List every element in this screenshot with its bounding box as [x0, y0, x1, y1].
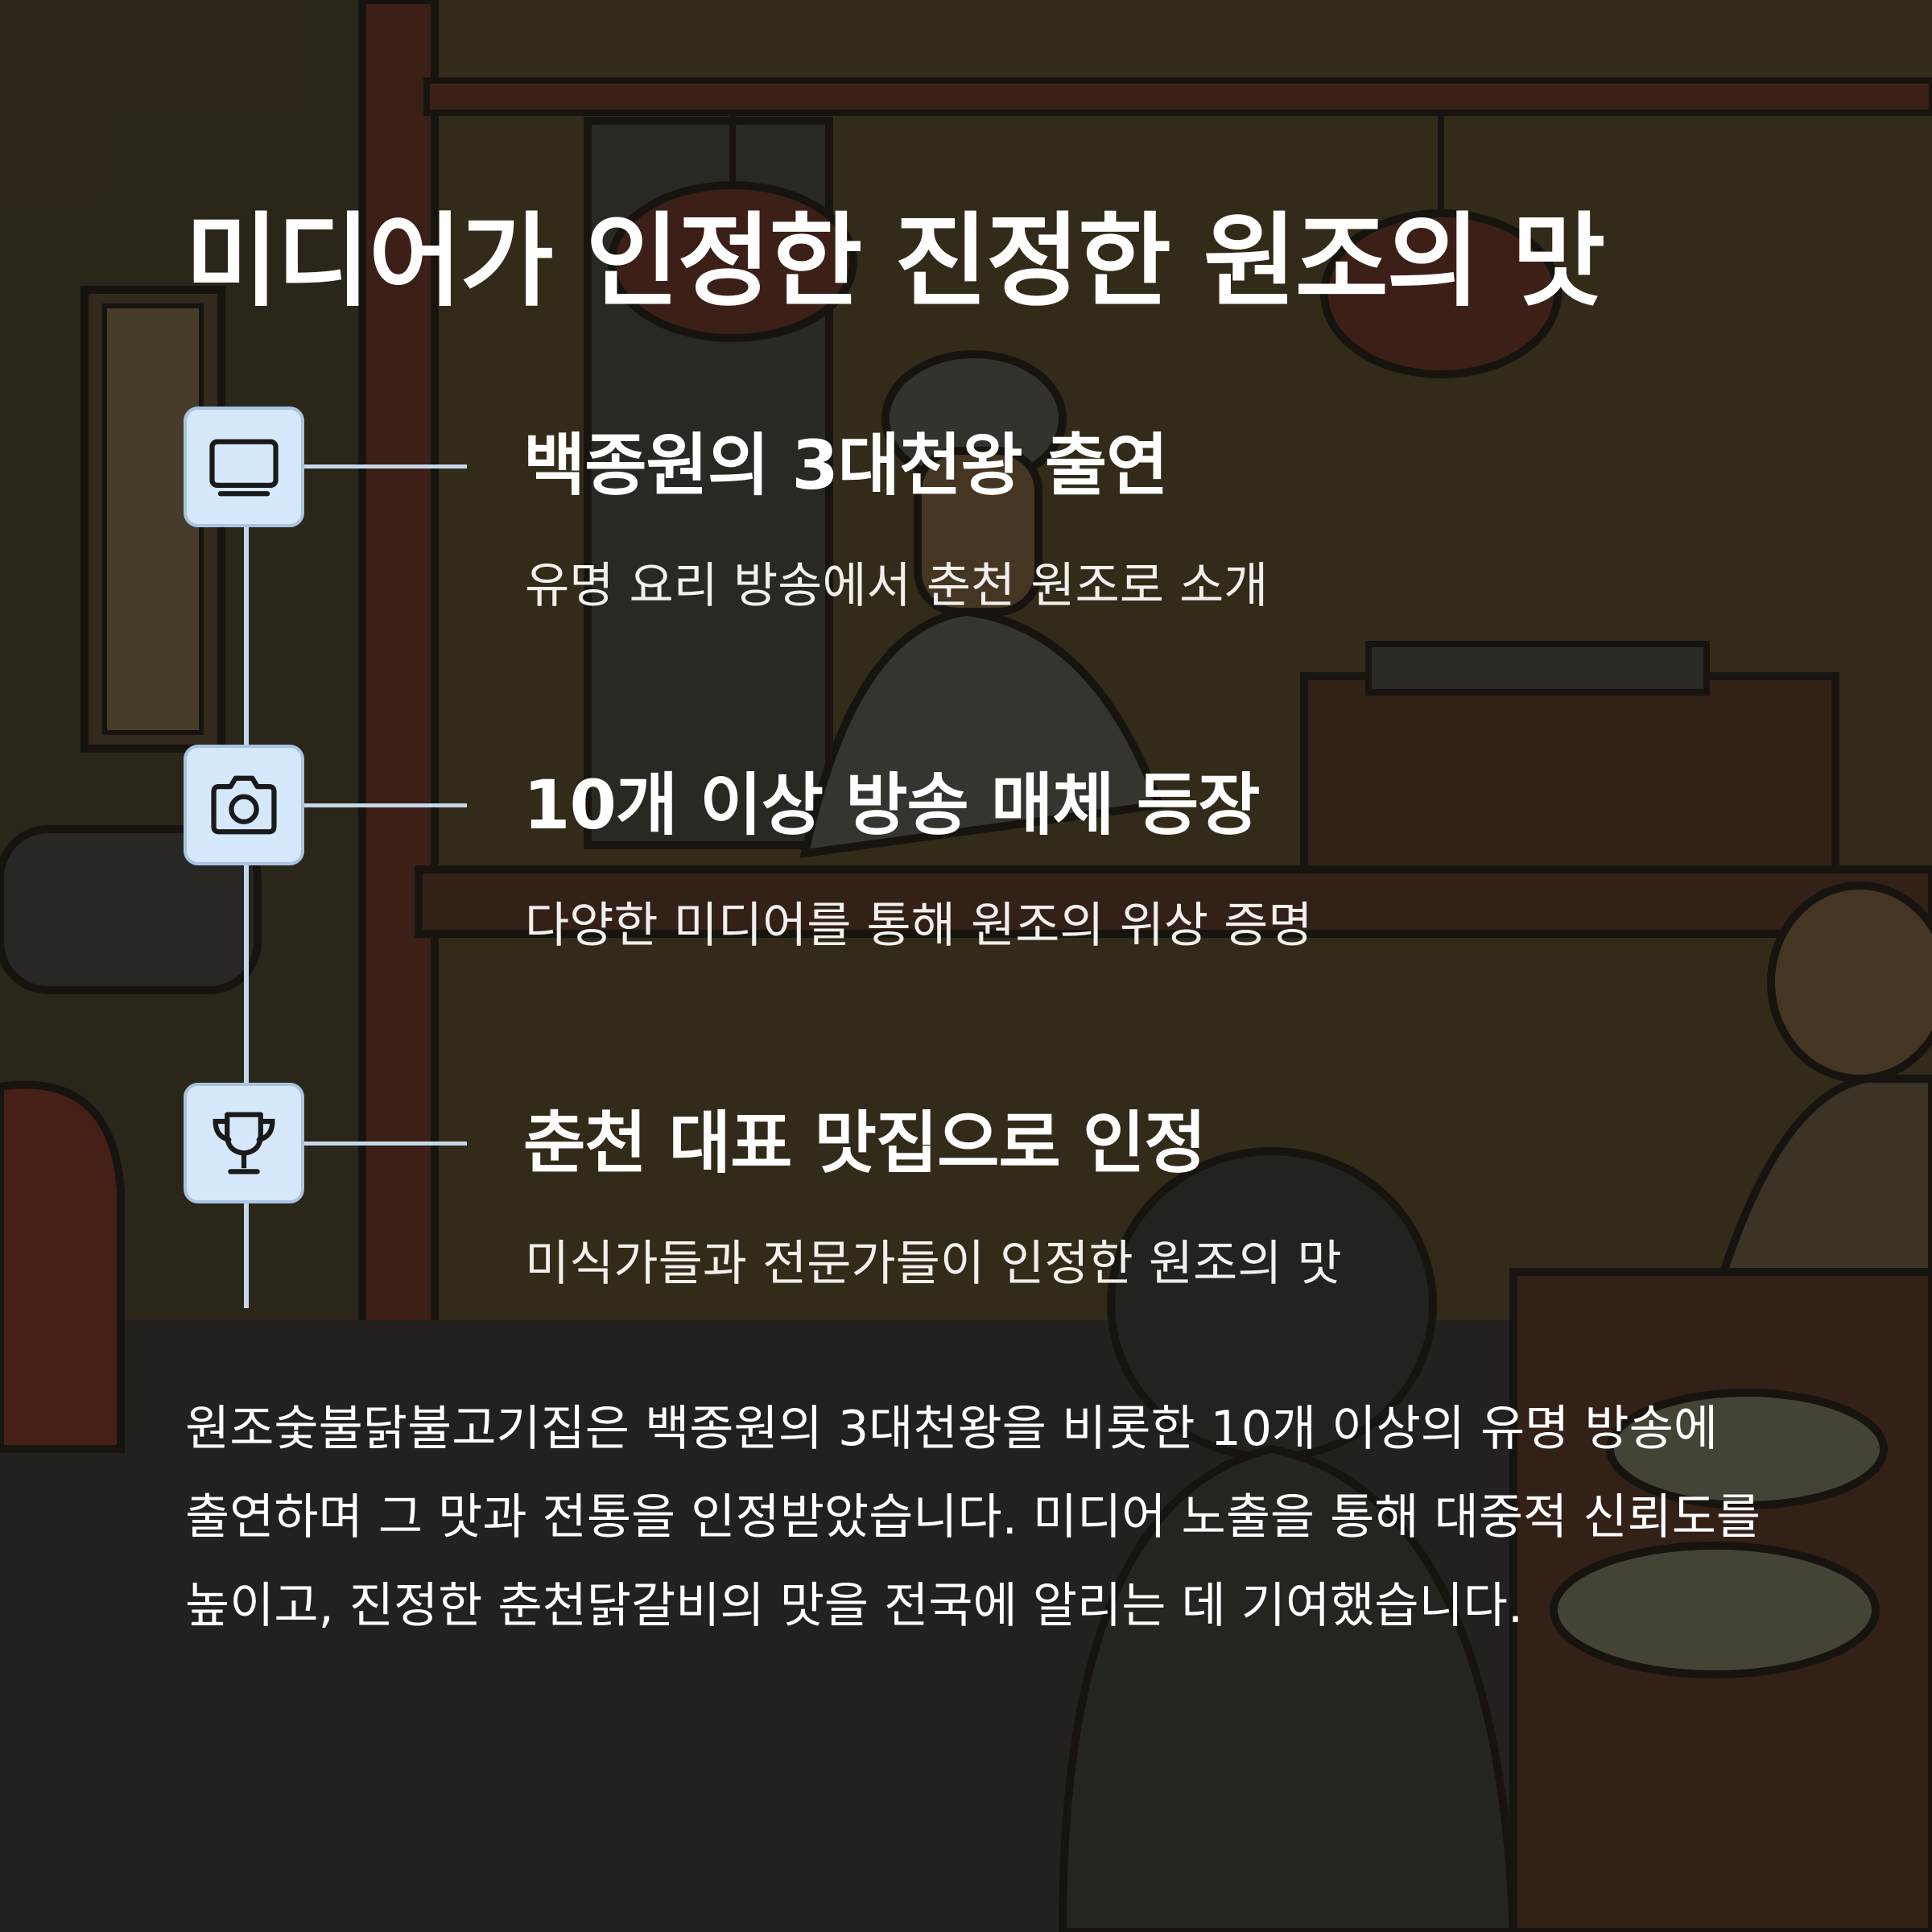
tv-icon — [209, 439, 279, 497]
trophy-icon — [213, 1112, 275, 1174]
timeline-icon-box-3 — [184, 1083, 304, 1203]
timeline-connector-3 — [304, 1141, 467, 1146]
timeline-icon-box-2 — [184, 745, 304, 865]
timeline-connector-1 — [304, 464, 467, 469]
page-title: 미디어가 인정한 진정한 원조의 맛 — [185, 202, 1605, 320]
item-title-2: 10개 이상 방송 매체 등장 — [523, 766, 1260, 844]
body-paragraph: 원조숯불닭불고기집은 백종원의 3대천왕을 비롯한 10개 이상의 유명 방송에… — [185, 1401, 1761, 1634]
timeline-icon-box-1 — [184, 407, 304, 527]
item-desc-1: 유명 요리 방송에서 춘천 원조로 소개 — [525, 558, 1269, 614]
item-desc-3: 미식가들과 전문가들이 인정한 원조의 맛 — [525, 1236, 1342, 1292]
item-desc-2: 다양한 미디어를 통해 원조의 위상 증명 — [525, 898, 1313, 954]
camera-icon — [211, 775, 277, 835]
item-title-1: 백종원의 3대천왕 출연 — [523, 426, 1168, 505]
timeline-line — [244, 467, 249, 1308]
item-title-3: 춘천 대표 맛집으로 인정 — [523, 1104, 1207, 1183]
timeline-connector-2 — [304, 803, 467, 807]
